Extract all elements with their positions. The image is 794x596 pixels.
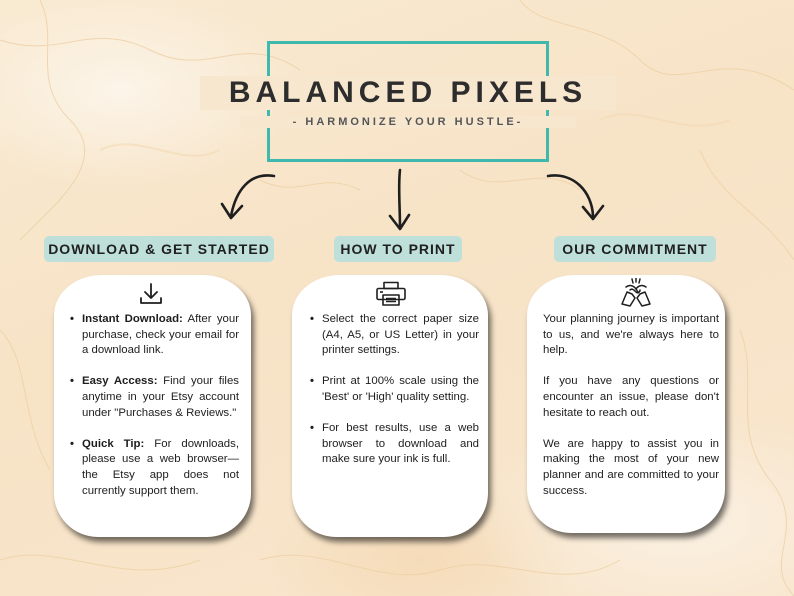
- commitment-card: [527, 275, 725, 533]
- center-arrow: [397, 168, 402, 230]
- download-icon: [140, 283, 162, 304]
- print-tips-list: Select the correct paper size (A4, A5, o…: [310, 312, 479, 484]
- list-item: Easy Access: Find your files anytime in …: [70, 374, 239, 421]
- right-arrow: [546, 174, 595, 218]
- paragraph: If you have any questions or encounter a…: [543, 375, 719, 419]
- brand-title: BALANCED PIXELS: [200, 76, 616, 110]
- download-tips-list: Instant Download: After your purchase, c…: [70, 312, 239, 515]
- list-item: Print at 100% scale using the 'Best' or …: [310, 374, 479, 405]
- paragraph: We are happy to assist you in making the…: [543, 437, 719, 497]
- section-title-download: DOWNLOAD & GET STARTED: [44, 236, 274, 262]
- handshake-icon: [621, 278, 651, 307]
- list-item: Quick Tip: For downloads, please use a w…: [70, 437, 239, 499]
- section-title-print: HOW TO PRINT: [334, 236, 462, 262]
- list-item: For best results, use a web browser to d…: [310, 421, 479, 468]
- paragraph: Your planning journey is important to us…: [543, 313, 719, 357]
- list-item: Instant Download: After your purchase, c…: [70, 312, 239, 359]
- commitment-text: Your planning journey is important to us…: [543, 312, 719, 515]
- printer-icon: [376, 281, 406, 306]
- tagline: - HARMONIZE YOUR HUSTLE-: [240, 116, 576, 128]
- section-title-commitment: OUR COMMITMENT: [554, 236, 716, 262]
- list-item: Select the correct paper size (A4, A5, o…: [310, 312, 479, 359]
- left-arrow: [229, 174, 276, 218]
